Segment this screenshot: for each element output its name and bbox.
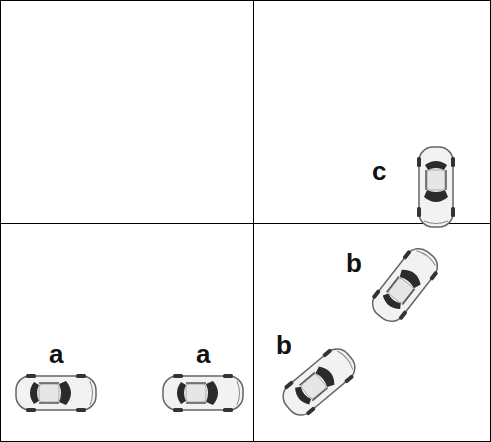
car-label: a [196, 341, 210, 367]
grid-line [253, 0, 254, 442]
car [163, 374, 243, 412]
car [16, 374, 96, 412]
car-label: b [276, 332, 292, 358]
car-label: b [346, 250, 362, 276]
grid-line [0, 223, 491, 224]
car [417, 147, 455, 227]
car [365, 242, 444, 328]
car-label: c [372, 158, 386, 184]
car-label: a [49, 341, 63, 367]
